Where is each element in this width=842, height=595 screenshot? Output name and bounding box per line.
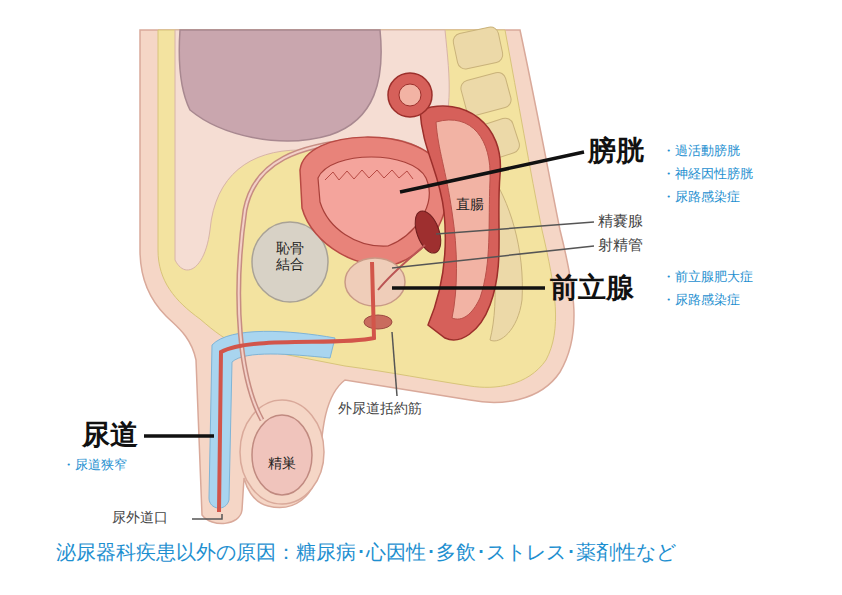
testis bbox=[252, 415, 312, 495]
disease-item: ・前立腺肥大症 bbox=[662, 269, 753, 285]
part-name: 直腸 bbox=[456, 196, 484, 213]
part-name: 精嚢腺 bbox=[598, 212, 643, 230]
fat-layer bbox=[158, 30, 556, 387]
vas-deferens-inner bbox=[239, 140, 441, 420]
urethra bbox=[219, 262, 374, 512]
leader-lines bbox=[144, 152, 594, 519]
part-name: 外尿道括約筋 bbox=[338, 400, 422, 417]
leader-line bbox=[436, 222, 594, 234]
bladder-lumen bbox=[318, 157, 429, 246]
organ-name: 尿道 bbox=[82, 418, 138, 452]
vas-deferens bbox=[239, 140, 441, 420]
part-name: 精巣 bbox=[268, 455, 296, 472]
caption: 泌尿器科疾患以外の原因：糖尿病･心因性･多飲･ストレス･薬剤性など bbox=[56, 540, 676, 564]
corpus-cavernosum bbox=[209, 331, 335, 508]
sigmoid-colon bbox=[388, 73, 432, 117]
disease-item: ・尿路感染症 bbox=[662, 189, 740, 205]
disease-item: ・尿路感染症 bbox=[662, 292, 740, 308]
leader-line bbox=[400, 152, 584, 192]
sphincter bbox=[364, 315, 392, 329]
disease-item: ・神経因性膀胱 bbox=[662, 166, 753, 182]
sigmoid-lumen bbox=[399, 84, 421, 106]
organ-name: 膀胱 bbox=[588, 134, 644, 168]
disease-item: ・尿道狭窄 bbox=[62, 457, 127, 473]
vertebra bbox=[452, 26, 504, 71]
leader-line bbox=[392, 246, 594, 268]
part-name: 恥骨結合 bbox=[276, 240, 306, 272]
part-name: 射精管 bbox=[598, 236, 643, 254]
leader-line bbox=[192, 514, 222, 519]
prostate bbox=[345, 258, 405, 306]
leader-line bbox=[392, 286, 545, 290]
bladder-rugae bbox=[325, 170, 413, 180]
leader-line bbox=[392, 332, 397, 396]
organ-name: 前立腺 bbox=[550, 271, 634, 305]
intestine bbox=[179, 30, 381, 141]
skin bbox=[140, 30, 574, 524]
leader-line bbox=[144, 434, 214, 438]
scrotum bbox=[240, 400, 324, 504]
part-name: 尿外道口 bbox=[112, 509, 168, 526]
disease-item: ・過活動膀胱 bbox=[662, 143, 740, 159]
seminal-vesicle bbox=[410, 208, 446, 257]
